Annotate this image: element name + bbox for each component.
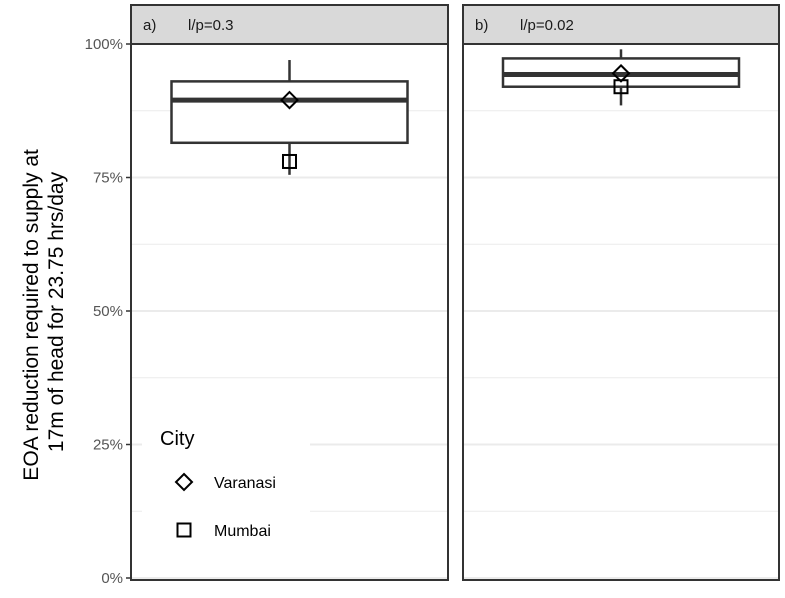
facet-panel-2: b) l/p=0.02 xyxy=(462,4,780,581)
y-axis: 0% 25% 50% 75% 100% xyxy=(85,36,131,587)
legend-label: Varanasi xyxy=(214,475,276,492)
y-axis-title-line-1: EOA reduction required to supply at xyxy=(20,149,43,481)
legend-background xyxy=(142,420,310,570)
point-varanasi xyxy=(611,63,631,83)
facet-tag: a) xyxy=(143,17,156,34)
y-axis-title-line-2: 17m of head for 23.75 hrs/day xyxy=(45,171,68,452)
facet-strip xyxy=(130,4,449,45)
y-tick-label: 100% xyxy=(85,36,123,53)
y-axis-title: EOA reduction required to supply at 17m … xyxy=(20,143,68,480)
y-tick-label: 50% xyxy=(93,303,123,320)
legend-label: Mumbai xyxy=(214,523,271,540)
panel-border xyxy=(462,43,780,581)
legend-key-diamond xyxy=(174,472,194,492)
panels-layer: a) l/p=0.3 b) l/p=0.02 xyxy=(130,4,780,581)
facet-panel-1: a) l/p=0.3 xyxy=(130,4,449,581)
y-tick-label: 0% xyxy=(101,570,123,587)
legend-title: City xyxy=(160,428,194,450)
point-mumbai xyxy=(613,79,629,95)
box-iqr xyxy=(170,80,409,145)
legend-key-square xyxy=(176,522,192,538)
point-mumbai xyxy=(282,153,297,169)
panel-border xyxy=(130,43,449,581)
y-tick-label: 25% xyxy=(93,437,123,454)
point-varanasi xyxy=(280,90,299,110)
facet-tag: b) xyxy=(475,17,488,34)
facet-label: l/p=0.3 xyxy=(188,17,233,34)
facet-label: l/p=0.02 xyxy=(520,17,574,34)
y-tick-label: 75% xyxy=(93,170,123,187)
facet-strip xyxy=(462,4,780,45)
